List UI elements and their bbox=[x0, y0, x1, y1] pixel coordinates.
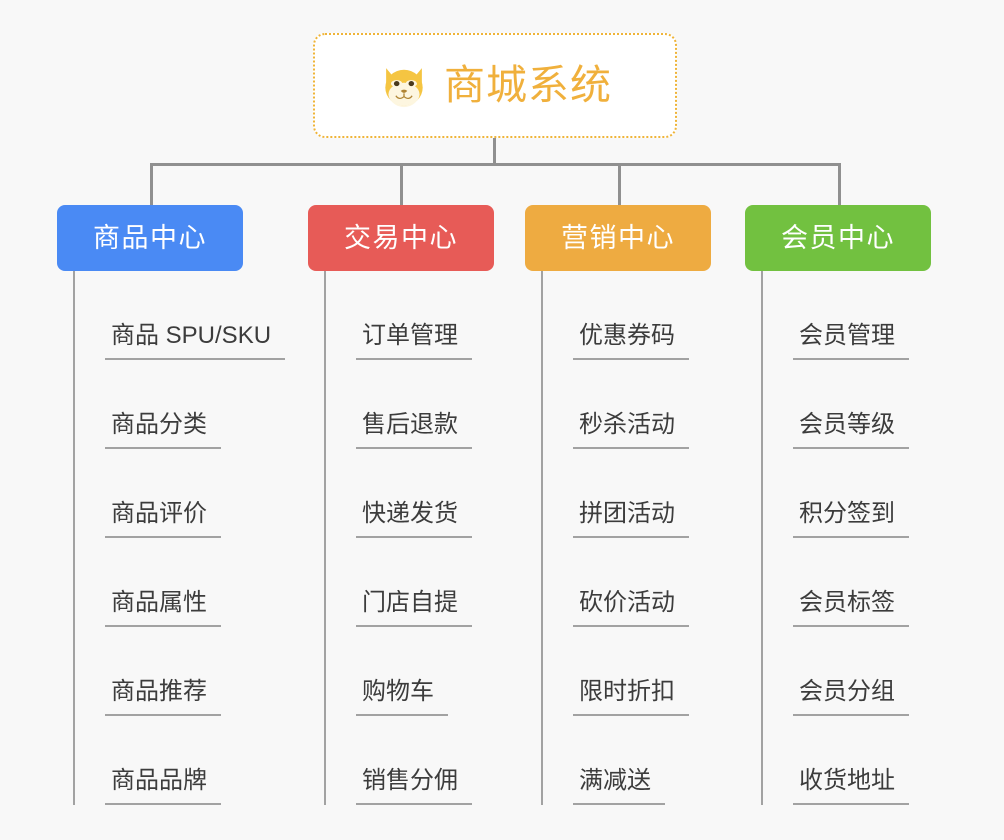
item-label: 购物车 bbox=[362, 677, 434, 705]
list-item[interactable]: 商品 SPU/SKU bbox=[75, 271, 377, 360]
root-node[interactable]: 商城系统 bbox=[313, 33, 677, 138]
list-item[interactable]: 会员分组 bbox=[763, 627, 1004, 716]
branch-product-center: 商品中心 商品 SPU/SKU 商品分类 商品评价 商品属性 商品推荐 商品品牌 bbox=[57, 205, 377, 805]
item-label: 商品属性 bbox=[111, 588, 207, 616]
connector-horizontal-bus bbox=[150, 163, 840, 166]
list-item[interactable]: 会员管理 bbox=[763, 271, 1004, 360]
list-item[interactable]: 砍价活动 bbox=[543, 538, 845, 627]
list-item[interactable]: 订单管理 bbox=[326, 271, 628, 360]
item-label: 拼团活动 bbox=[579, 499, 675, 527]
list-item[interactable]: 商品分类 bbox=[75, 360, 377, 449]
category-box-trade-center[interactable]: 交易中心 bbox=[308, 205, 494, 271]
list-item[interactable]: 秒杀活动 bbox=[543, 360, 845, 449]
list-item[interactable]: 会员标签 bbox=[763, 538, 1004, 627]
item-label: 商品品牌 bbox=[111, 766, 207, 794]
item-label: 快递发货 bbox=[362, 499, 458, 527]
item-label: 秒杀活动 bbox=[579, 410, 675, 438]
item-label: 积分签到 bbox=[799, 499, 895, 527]
list-item[interactable]: 积分签到 bbox=[763, 449, 1004, 538]
category-label: 营销中心 bbox=[561, 222, 675, 253]
category-box-marketing-center[interactable]: 营销中心 bbox=[525, 205, 711, 271]
category-box-product-center[interactable]: 商品中心 bbox=[57, 205, 243, 271]
category-label: 交易中心 bbox=[344, 222, 458, 253]
list-item[interactable]: 会员等级 bbox=[763, 360, 1004, 449]
item-label: 优惠券码 bbox=[579, 321, 675, 349]
root-title: 商城系统 bbox=[444, 62, 612, 108]
branch-trade-center: 交易中心 订单管理 售后退款 快递发货 门店自提 购物车 销售分佣 bbox=[308, 205, 628, 805]
list-item[interactable]: 销售分佣 bbox=[326, 716, 628, 805]
item-list-trade-center: 订单管理 售后退款 快递发货 门店自提 购物车 销售分佣 bbox=[324, 271, 628, 805]
item-label: 商品 SPU/SKU bbox=[111, 321, 272, 349]
list-item[interactable]: 购物车 bbox=[326, 627, 628, 716]
connector-drop-marketing-center bbox=[618, 163, 621, 205]
list-item[interactable]: 商品推荐 bbox=[75, 627, 377, 716]
item-label: 砍价活动 bbox=[579, 588, 675, 616]
connector-drop-trade-center bbox=[400, 163, 403, 205]
item-label: 会员等级 bbox=[799, 410, 895, 438]
item-list-product-center: 商品 SPU/SKU 商品分类 商品评价 商品属性 商品推荐 商品品牌 bbox=[73, 271, 377, 805]
item-label: 商品分类 bbox=[111, 410, 207, 438]
item-list-member-center: 会员管理 会员等级 积分签到 会员标签 会员分组 收货地址 bbox=[761, 271, 1004, 805]
item-list-marketing-center: 优惠券码 秒杀活动 拼团活动 砍价活动 限时折扣 满减送 bbox=[541, 271, 845, 805]
item-label: 会员管理 bbox=[799, 321, 895, 349]
item-label: 会员标签 bbox=[799, 588, 895, 616]
list-item[interactable]: 收货地址 bbox=[763, 716, 1004, 805]
list-item[interactable]: 满减送 bbox=[543, 716, 845, 805]
item-label: 门店自提 bbox=[362, 588, 458, 616]
item-label: 满减送 bbox=[579, 766, 651, 794]
connector-drop-product-center bbox=[150, 163, 153, 205]
list-item[interactable]: 售后退款 bbox=[326, 360, 628, 449]
list-item[interactable]: 限时折扣 bbox=[543, 627, 845, 716]
category-box-member-center[interactable]: 会员中心 bbox=[745, 205, 931, 271]
item-label: 限时折扣 bbox=[579, 677, 675, 705]
list-item[interactable]: 快递发货 bbox=[326, 449, 628, 538]
list-item[interactable]: 门店自提 bbox=[326, 538, 628, 627]
item-label: 收货地址 bbox=[799, 766, 895, 794]
item-label: 售后退款 bbox=[362, 410, 458, 438]
connector-root-stem bbox=[493, 138, 496, 165]
category-label: 会员中心 bbox=[781, 222, 895, 253]
item-label: 会员分组 bbox=[799, 677, 895, 705]
item-label: 销售分佣 bbox=[362, 766, 458, 794]
list-item[interactable]: 商品属性 bbox=[75, 538, 377, 627]
list-item[interactable]: 商品品牌 bbox=[75, 716, 377, 805]
item-label: 商品评价 bbox=[111, 499, 207, 527]
item-label: 商品推荐 bbox=[111, 677, 207, 705]
connector-drop-member-center bbox=[838, 163, 841, 205]
list-item[interactable]: 商品评价 bbox=[75, 449, 377, 538]
list-item[interactable]: 优惠券码 bbox=[543, 271, 845, 360]
item-label: 订单管理 bbox=[362, 321, 458, 349]
shiba-dog-face-icon bbox=[385, 67, 423, 107]
list-item[interactable]: 拼团活动 bbox=[543, 449, 845, 538]
category-label: 商品中心 bbox=[93, 222, 207, 253]
branch-marketing-center: 营销中心 优惠券码 秒杀活动 拼团活动 砍价活动 限时折扣 满减送 bbox=[525, 205, 845, 805]
branch-member-center: 会员中心 会员管理 会员等级 积分签到 会员标签 会员分组 收货地址 bbox=[745, 205, 1004, 805]
